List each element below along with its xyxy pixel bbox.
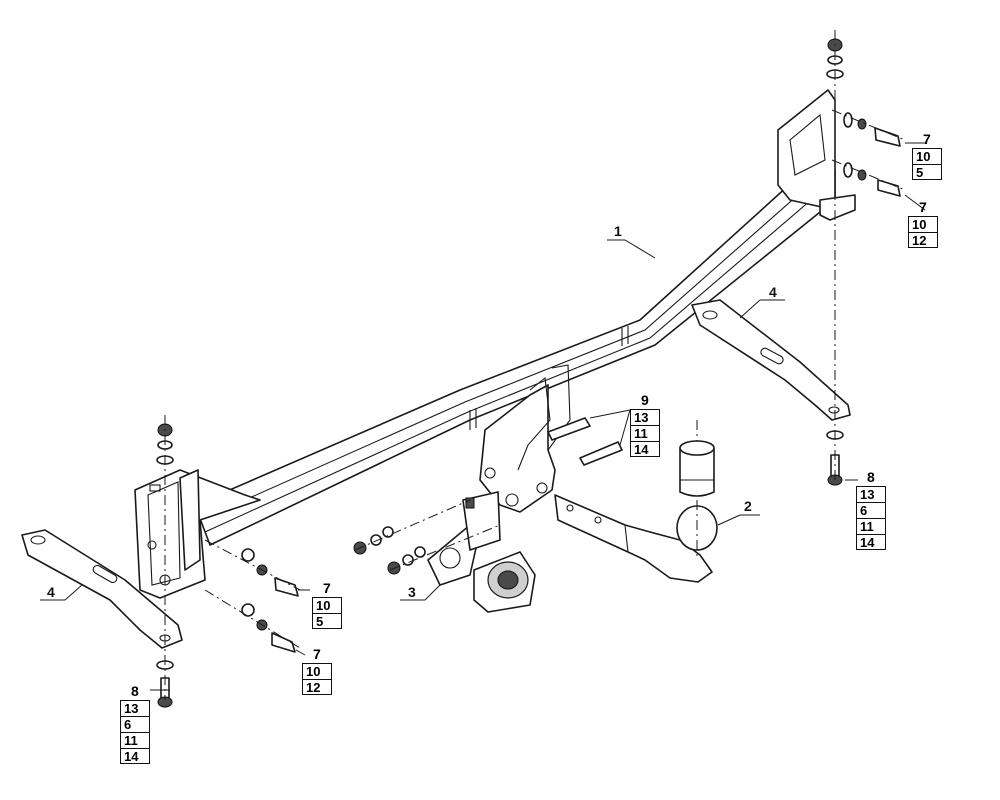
callout-cell: 13 xyxy=(120,700,150,716)
callout-right-bottom: 8 13 6 11 14 xyxy=(856,469,886,550)
callout-cell: 13 xyxy=(856,486,886,502)
mounting-bracket-left xyxy=(21,529,183,649)
callout-head: 8 xyxy=(131,683,139,699)
callout-cell: 14 xyxy=(630,441,660,457)
fasteners xyxy=(156,38,901,708)
callout-left-bottom: 8 13 6 11 14 xyxy=(120,683,150,764)
part-label-beam: 1 xyxy=(614,223,622,239)
ball-cap xyxy=(679,440,715,497)
callout-head: 9 xyxy=(641,392,649,408)
callout-head: 7 xyxy=(919,199,927,215)
part-label-bracket-left: 4 xyxy=(47,584,55,600)
callout-cell: 12 xyxy=(908,232,938,248)
callout-cell: 5 xyxy=(912,164,942,180)
center-hook-mount xyxy=(479,364,571,513)
callout-cell: 6 xyxy=(120,716,150,732)
callout-right-lower: 7 10 12 xyxy=(908,199,938,248)
callout-head: 7 xyxy=(313,646,321,662)
assembly-lines xyxy=(164,30,906,700)
callout-left-lower: 7 10 12 xyxy=(302,646,332,695)
right-side-plate xyxy=(777,89,856,221)
callout-cell: 11 xyxy=(856,518,886,534)
callout-head: 8 xyxy=(867,469,875,485)
part-label-ball: 2 xyxy=(744,498,752,514)
callout-cell: 13 xyxy=(630,409,660,425)
callout-cell: 12 xyxy=(302,679,332,695)
mounting-bracket-right xyxy=(691,299,851,421)
callout-right-upper: 7 10 5 xyxy=(912,131,942,180)
callout-cell: 10 xyxy=(302,663,332,679)
callout-cell: 14 xyxy=(120,748,150,764)
part-label-bracket-right: 4 xyxy=(769,284,777,300)
callout-left-upper: 7 10 5 xyxy=(312,580,342,629)
callout-cell: 11 xyxy=(120,732,150,748)
callout-cell: 5 xyxy=(312,613,342,629)
callout-head: 7 xyxy=(923,131,931,147)
callout-cell: 10 xyxy=(908,216,938,232)
leader-lines xyxy=(40,142,926,691)
part-label-socket: 3 xyxy=(408,584,416,600)
callout-cell: 6 xyxy=(856,502,886,518)
electrical-socket xyxy=(427,491,536,613)
callout-center: 9 13 11 14 xyxy=(630,392,660,457)
callout-cell: 14 xyxy=(856,534,886,550)
callout-cell: 10 xyxy=(312,597,342,613)
callout-head: 7 xyxy=(323,580,331,596)
left-side-plate xyxy=(134,469,261,599)
callout-cell: 10 xyxy=(912,148,942,164)
callout-cell: 11 xyxy=(630,425,660,441)
